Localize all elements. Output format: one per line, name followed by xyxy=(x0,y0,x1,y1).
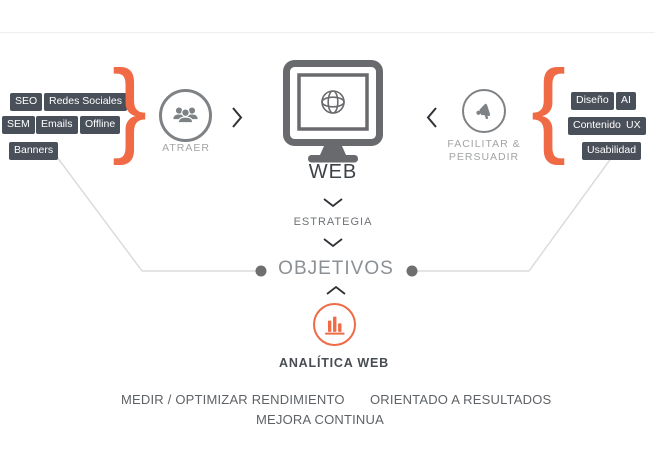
tag-ai: AI xyxy=(616,92,636,110)
objetivos-label: OBJETIVOS xyxy=(278,258,394,279)
tag-sem: SEM xyxy=(2,116,35,134)
estrategia-label: ESTRATEGIA xyxy=(293,216,373,228)
tag-redes-sociales: Redes Sociales xyxy=(44,93,127,111)
tag-ux: UX xyxy=(621,117,646,135)
tag-diseno: Diseño xyxy=(571,92,614,110)
chevron-right-icon xyxy=(231,106,243,129)
tag-offline: Offline xyxy=(80,116,121,134)
monitor-globe-icon xyxy=(283,60,383,163)
footer-results-label: ORIENTADO A RESULTADOS xyxy=(370,392,552,407)
right-connector-line xyxy=(417,156,613,272)
top-divider xyxy=(0,32,655,33)
chevron-down-icon xyxy=(322,237,344,248)
tag-usabilidad: Usabilidad xyxy=(582,142,642,160)
left-objective-dot xyxy=(255,265,267,277)
analytics-circle xyxy=(313,303,356,346)
attract-label: ATRAER xyxy=(162,142,210,154)
persuade-label-line2: PERSUADIR xyxy=(448,151,520,163)
right-objective-dot xyxy=(406,265,418,277)
left-curly-brace-icon: } xyxy=(112,49,148,166)
analitica-web-label: ANALÍTICA WEB xyxy=(279,356,389,370)
tag-contenido: Contenido xyxy=(568,117,626,135)
persuade-label: FACILITAR & PERSUADIR xyxy=(434,138,534,164)
tag-seo: SEO xyxy=(10,93,43,111)
chevron-left-icon xyxy=(426,106,438,129)
tag-banners: Banners xyxy=(9,142,59,160)
web-label: WEB xyxy=(308,161,358,183)
chevron-up-icon xyxy=(325,285,347,296)
tag-emails: Emails xyxy=(36,116,78,134)
bar-chart-icon xyxy=(321,311,348,338)
persuade-label-line1: FACILITAR & xyxy=(447,138,521,150)
left-connector-line xyxy=(56,156,256,272)
megaphone-icon xyxy=(472,99,496,123)
persuade-circle xyxy=(462,89,506,133)
attract-circle xyxy=(159,89,212,142)
right-curly-brace-icon: { xyxy=(531,49,567,166)
users-icon xyxy=(170,100,201,131)
footer-improve-label: MEJORA CONTINUA xyxy=(256,412,384,427)
footer-measure-label: MEDIR / OPTIMIZAR RENDIMIENTO xyxy=(121,392,345,407)
chevron-down-icon xyxy=(322,197,344,208)
